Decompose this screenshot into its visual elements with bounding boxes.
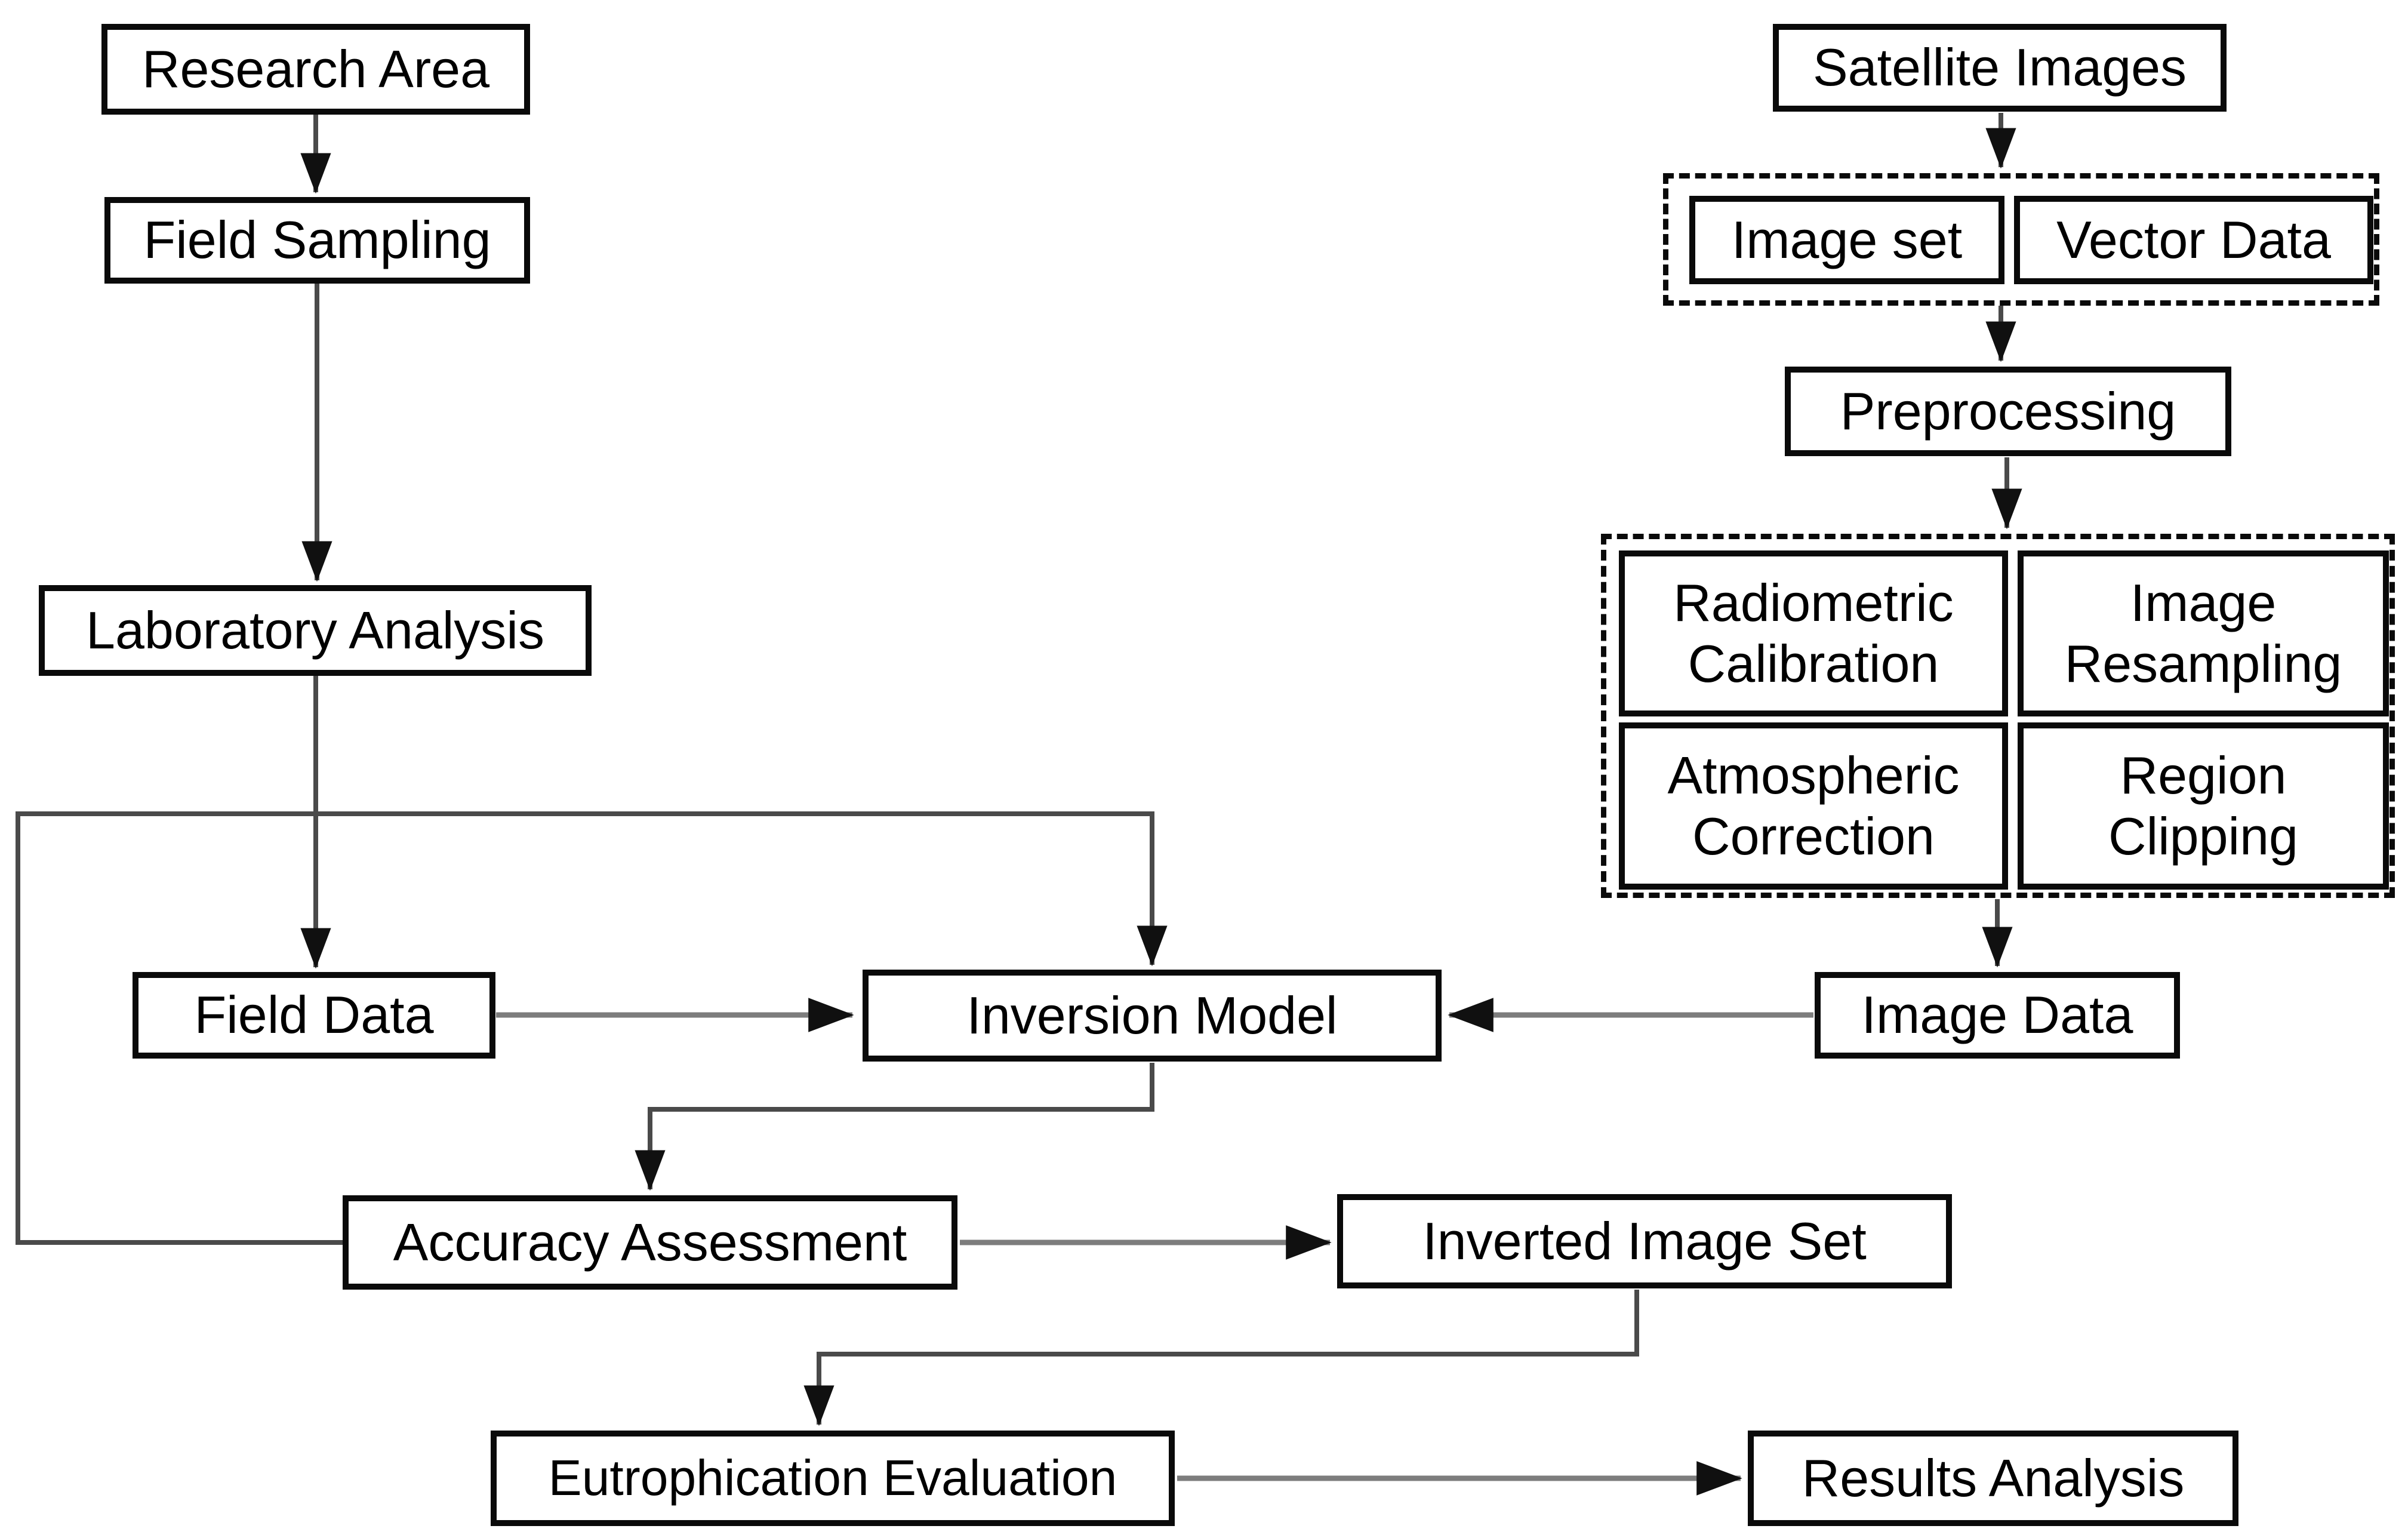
- arrow-accuracy-feedback-to-inversion-model: [16, 811, 1168, 1245]
- node-label: Eutrophication Evaluation: [548, 1450, 1117, 1506]
- node-accuracy-assessment: Accuracy Assessment: [343, 1195, 957, 1290]
- node-label: Inversion Model: [966, 985, 1338, 1045]
- node-label: Laboratory Analysis: [86, 600, 544, 660]
- node-results-analysis: Results Analysis: [1748, 1431, 2238, 1526]
- node-label: Field Sampling: [143, 210, 491, 270]
- node-atmospheric-correction: Atmospheric Correction: [1619, 722, 2008, 890]
- node-label: Region Clipping: [2108, 745, 2298, 866]
- node-image-data: Image Data: [1815, 972, 2180, 1059]
- node-label: Inverted Image Set: [1422, 1211, 1867, 1271]
- node-research-area: Research Area: [101, 24, 530, 115]
- node-image-resampling: Image Resampling: [2018, 550, 2389, 716]
- node-vector-data: Vector Data: [2014, 196, 2373, 284]
- node-label: Results Analysis: [1802, 1448, 2185, 1508]
- node-radiometric-calibration: Radiometric Calibration: [1619, 550, 2008, 716]
- node-laboratory-analysis: Laboratory Analysis: [39, 585, 592, 676]
- node-eutrophication-evaluation: Eutrophication Evaluation: [491, 1431, 1175, 1526]
- arrow-inverted-image-set-to-eutrophication: [803, 1290, 1639, 1426]
- node-field-data: Field Data: [133, 972, 495, 1059]
- node-label: Preprocessing: [1840, 381, 2176, 441]
- node-region-clipping: Region Clipping: [2018, 722, 2389, 890]
- node-inverted-image-set: Inverted Image Set: [1337, 1194, 1952, 1288]
- node-field-sampling: Field Sampling: [104, 197, 530, 284]
- node-label: Research Area: [141, 39, 490, 99]
- node-image-set: Image set: [1689, 196, 2004, 284]
- node-label: Satellite Images: [1812, 38, 2187, 97]
- node-satellite-images: Satellite Images: [1773, 24, 2227, 112]
- node-label: Vector Data: [2056, 210, 2331, 269]
- input-data-group: [1663, 173, 2379, 306]
- node-label: Image set: [1731, 210, 1963, 269]
- node-label: Image Resampling: [2064, 573, 2342, 693]
- node-label: Field Data: [194, 985, 434, 1045]
- arrow-inversion-model-to-accuracy-assessment: [635, 1063, 1154, 1191]
- node-label: Image Data: [1861, 985, 2133, 1045]
- node-label: Accuracy Assessment: [393, 1212, 907, 1272]
- node-label: Atmospheric Correction: [1667, 745, 1960, 866]
- node-preprocessing: Preprocessing: [1785, 367, 2231, 456]
- preprocessing-steps-group: [1601, 534, 2395, 898]
- node-inversion-model: Inversion Model: [863, 970, 1442, 1062]
- node-label: Radiometric Calibration: [1673, 573, 1954, 693]
